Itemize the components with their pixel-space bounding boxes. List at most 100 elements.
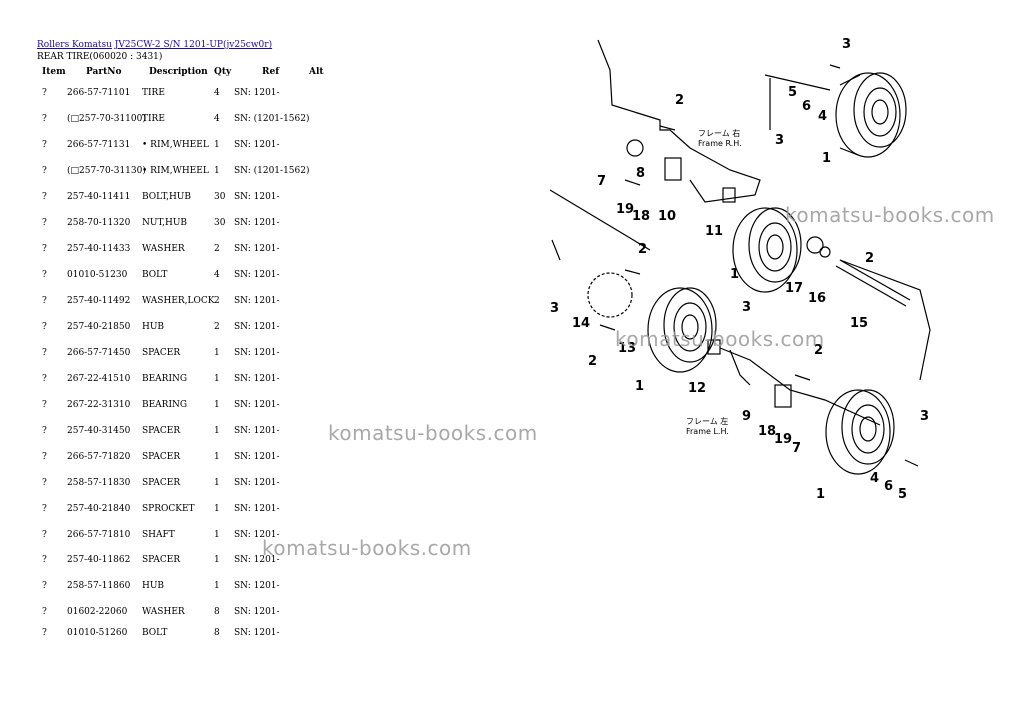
breadcrumb-link-model[interactable]: JV25CW-2 S/N 1201-UP(jv25cw0r)	[114, 40, 273, 50]
cell-ref: SN: 1201-	[234, 322, 280, 332]
frame-rh-outline	[597, 39, 761, 203]
svg-text:1: 1	[822, 151, 831, 166]
cell-ref: SN: 1201-	[234, 452, 280, 462]
cell-item: ?	[42, 88, 47, 98]
cell-ref: SN: 1201-	[234, 348, 280, 358]
cell-partno: 267-22-41510	[67, 374, 131, 384]
svg-text:19: 19	[616, 202, 634, 217]
tire-middle-left	[647, 287, 717, 373]
cell-ref: SN: 1201-	[234, 270, 280, 280]
cell-partno: 01010-51230	[67, 270, 128, 280]
cell-ref: SN: 1201-	[234, 504, 280, 514]
cell-partno: 266-57-71820	[67, 452, 131, 462]
cell-item: ?	[42, 478, 47, 488]
svg-text:6: 6	[802, 99, 811, 114]
watermark: komatsu-books.com	[328, 421, 538, 445]
svg-text:4: 4	[818, 109, 827, 124]
svg-text:8: 8	[636, 166, 645, 181]
cell-partno: 266-57-71810	[67, 530, 131, 540]
spacer-12	[707, 339, 721, 355]
svg-text:5: 5	[898, 487, 907, 502]
svg-text:5: 5	[788, 85, 797, 100]
cell-qty: 1	[214, 400, 220, 410]
cell-desc: SPACER	[142, 555, 181, 565]
cell-ref: SN: 1201-	[234, 192, 280, 202]
cell-partno: 266-57-71450	[67, 348, 131, 358]
col-alt: Alt	[309, 67, 324, 77]
svg-text:2: 2	[638, 242, 647, 257]
cell-desc: SPACER	[142, 452, 181, 462]
cell-item: ?	[42, 504, 47, 514]
svg-text:18: 18	[632, 209, 650, 224]
cell-partno: 257-40-11433	[67, 244, 131, 254]
svg-text:2: 2	[675, 93, 684, 108]
watermark: komatsu-books.com	[615, 327, 825, 351]
svg-text:1: 1	[730, 267, 739, 282]
svg-text:2: 2	[588, 354, 597, 369]
cell-ref: SN: 1201-	[234, 296, 280, 306]
cell-ref: SN: 1201-	[234, 400, 280, 410]
cell-ref: SN: (1201-1562)	[234, 114, 310, 124]
cell-partno: 01010-51260	[67, 628, 128, 638]
cell-partno: 257-40-21850	[67, 322, 131, 332]
cell-ref: SN: 1201-	[234, 530, 280, 540]
cell-item: ?	[42, 400, 47, 410]
cell-partno: 257-40-11862	[67, 555, 131, 565]
cell-qty: 1	[214, 555, 220, 565]
frame-lh-label: Frame L.H.	[686, 427, 729, 436]
svg-text:9: 9	[742, 409, 751, 424]
frame-outline-left	[549, 189, 651, 261]
frame-lh-label-jp: フレーム 左	[686, 416, 728, 426]
spacer-11	[722, 187, 736, 203]
svg-text:2: 2	[865, 251, 874, 266]
cell-qty: 30	[214, 192, 226, 202]
svg-text:7: 7	[597, 174, 606, 189]
cell-item: ?	[42, 452, 47, 462]
hub-lower	[774, 384, 792, 408]
cell-ref: SN: 1201-	[234, 88, 280, 98]
cell-desc: HUB	[142, 581, 165, 591]
cell-desc: TIRE	[142, 114, 165, 124]
cell-item: ?	[42, 114, 47, 124]
cell-item: ?	[42, 140, 47, 150]
cell-qty: 1	[214, 374, 220, 384]
exploded-parts-diagram: 3 5 6 4 1 2 3 7 8 19 18 10 11 2 1 2 3 14…	[549, 37, 931, 502]
svg-text:6: 6	[884, 479, 893, 494]
cell-qty: 1	[214, 348, 220, 358]
svg-text:15: 15	[850, 316, 868, 331]
cell-desc: • RIM,WHEEL	[142, 140, 209, 150]
cell-desc: SPACER	[142, 426, 181, 436]
breadcrumb-link-rollers[interactable]: Rollers Komatsu	[37, 40, 112, 50]
cell-desc: • RIM,WHEEL	[142, 166, 209, 176]
cell-desc: SHAFT	[142, 530, 175, 540]
cell-desc: BEARING	[142, 400, 188, 410]
cell-ref: SN: 1201-	[234, 244, 280, 254]
cell-item: ?	[42, 581, 47, 591]
cell-item: ?	[42, 530, 47, 540]
cell-desc: BEARING	[142, 374, 188, 384]
cell-partno: 257-40-11411	[67, 192, 131, 202]
svg-text:1: 1	[816, 487, 825, 502]
shaft	[835, 259, 911, 307]
svg-text:19: 19	[774, 432, 792, 447]
svg-text:2: 2	[814, 343, 823, 358]
cell-desc: BOLT	[142, 270, 168, 280]
cell-item: ?	[42, 244, 47, 254]
frame-outline-right	[839, 259, 931, 381]
cell-ref: SN: 1201-	[234, 628, 280, 638]
cell-qty: 1	[214, 140, 220, 150]
cell-desc: SPACER	[142, 478, 181, 488]
cell-partno: 258-57-11860	[67, 581, 131, 591]
tire-top-right	[835, 72, 907, 158]
cell-partno: (□257-70-31100)	[67, 114, 146, 124]
svg-text:18: 18	[758, 424, 776, 439]
cell-item: ?	[42, 628, 47, 638]
cell-partno: 258-57-11830	[67, 478, 131, 488]
cell-qty: 4	[214, 114, 220, 124]
cell-desc: WASHER	[142, 244, 185, 254]
callout-numbers: 3 5 6 4 1 2 3 7 8 19 18 10 11 2 1 2 3 14…	[550, 37, 929, 502]
cell-partno: 257-40-31450	[67, 426, 131, 436]
cell-item: ?	[42, 607, 47, 617]
cell-desc: WASHER	[142, 607, 185, 617]
svg-text:3: 3	[742, 300, 751, 315]
